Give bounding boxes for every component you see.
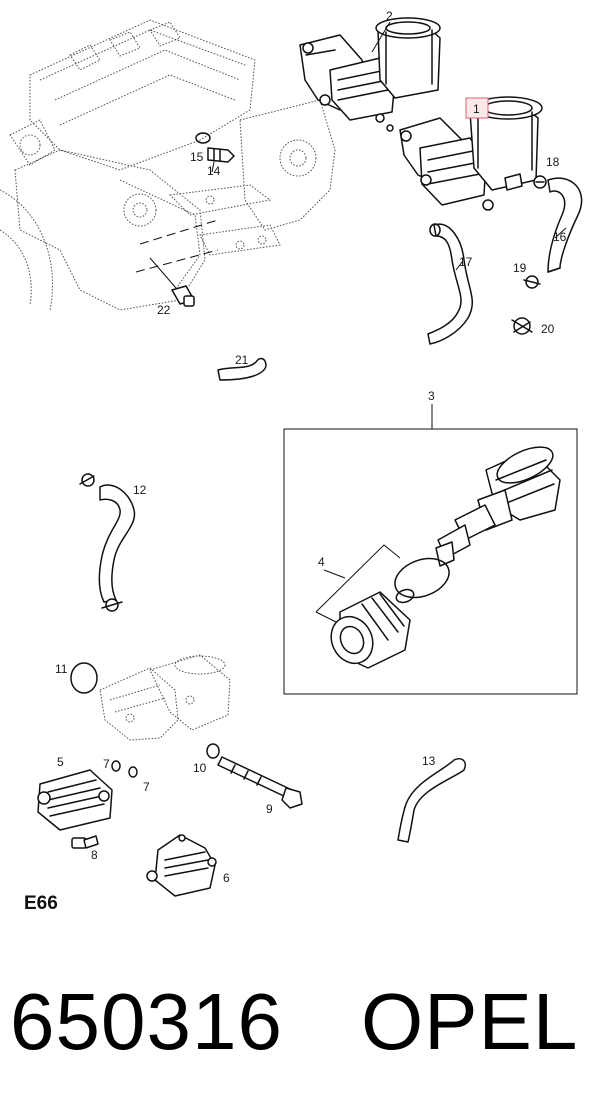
callout-12: 12 bbox=[133, 483, 147, 497]
long-bolt-9 bbox=[217, 756, 303, 809]
leader-22-lower bbox=[135, 249, 219, 273]
parts-diagram: 1 2 3 4 5 6 7 7 8 9 10 11 12 13 14 15 16… bbox=[0, 9, 583, 897]
callout-10: 10 bbox=[193, 761, 207, 775]
hose-17-end bbox=[429, 223, 441, 237]
screw-8 bbox=[71, 835, 99, 849]
leader-4 bbox=[315, 544, 401, 623]
callout-17: 17 bbox=[459, 255, 473, 269]
clamp-18 bbox=[533, 175, 547, 189]
part-number: 650316 bbox=[10, 977, 283, 1066]
callout-2: 2 bbox=[386, 9, 393, 23]
housing-ghost bbox=[99, 654, 231, 741]
seal-small-2 bbox=[386, 124, 394, 132]
seal-ring-11 bbox=[70, 662, 98, 694]
insert-box-3 bbox=[283, 428, 578, 695]
callout-6: 6 bbox=[223, 871, 230, 885]
callout-8: 8 bbox=[91, 848, 98, 862]
leader-17 bbox=[455, 261, 463, 271]
oil-filter-housing-2 bbox=[299, 17, 441, 123]
brand-name: OPEL bbox=[360, 977, 579, 1066]
leader-16 bbox=[554, 227, 567, 239]
hose-16 bbox=[547, 177, 583, 273]
callout-20: 20 bbox=[541, 322, 555, 336]
o-ring-small bbox=[395, 588, 415, 604]
hose-12 bbox=[79, 473, 136, 612]
callout-15: 15 bbox=[190, 150, 204, 164]
callout-18: 18 bbox=[546, 155, 560, 169]
oil-cooler-5 bbox=[37, 769, 113, 831]
callout-22: 22 bbox=[157, 303, 171, 317]
filter-element-4 bbox=[330, 591, 411, 669]
callout-13: 13 bbox=[422, 754, 436, 768]
leader-22-upper bbox=[139, 219, 219, 245]
oil-filter-housing-1 bbox=[399, 96, 543, 211]
cooler-bracket-6 bbox=[146, 834, 217, 897]
seal-10 bbox=[206, 743, 220, 759]
hose-21 bbox=[217, 357, 267, 381]
callout-21: 21 bbox=[235, 353, 249, 367]
clamp-19 bbox=[523, 275, 541, 289]
hose-16-cuff bbox=[547, 267, 561, 273]
o-ring-7b bbox=[128, 766, 138, 778]
callout-19: 19 bbox=[513, 261, 527, 275]
part-caption: 650316 OPEL bbox=[10, 972, 600, 1082]
filter-cap bbox=[477, 446, 561, 531]
filter-shaft bbox=[435, 504, 496, 567]
bolt-22 bbox=[171, 285, 195, 307]
o-ring-large bbox=[394, 557, 450, 599]
clamp-20 bbox=[511, 317, 533, 335]
callout-5: 5 bbox=[57, 755, 64, 769]
leader-2 bbox=[371, 21, 391, 53]
o-ring-7a bbox=[111, 760, 121, 772]
callout-14: 14 bbox=[207, 164, 221, 178]
callout-7a: 7 bbox=[103, 757, 110, 771]
engine-block-ghost bbox=[0, 19, 336, 311]
highlight-box-1 bbox=[465, 97, 489, 119]
callout-4: 4 bbox=[318, 555, 325, 569]
callout-1: 1 bbox=[473, 102, 480, 116]
hose-17 bbox=[427, 223, 474, 345]
callout-11: 11 bbox=[55, 662, 68, 676]
leader-22-stub bbox=[149, 257, 177, 289]
leader-14 bbox=[211, 161, 215, 173]
hose-13 bbox=[397, 758, 466, 843]
callout-9: 9 bbox=[266, 802, 273, 816]
section-code: E66 bbox=[24, 893, 58, 914]
union-bolt-14 bbox=[195, 132, 235, 163]
callout-16: 16 bbox=[553, 230, 567, 244]
callout-3: 3 bbox=[428, 389, 435, 403]
callout-7b: 7 bbox=[143, 780, 150, 794]
